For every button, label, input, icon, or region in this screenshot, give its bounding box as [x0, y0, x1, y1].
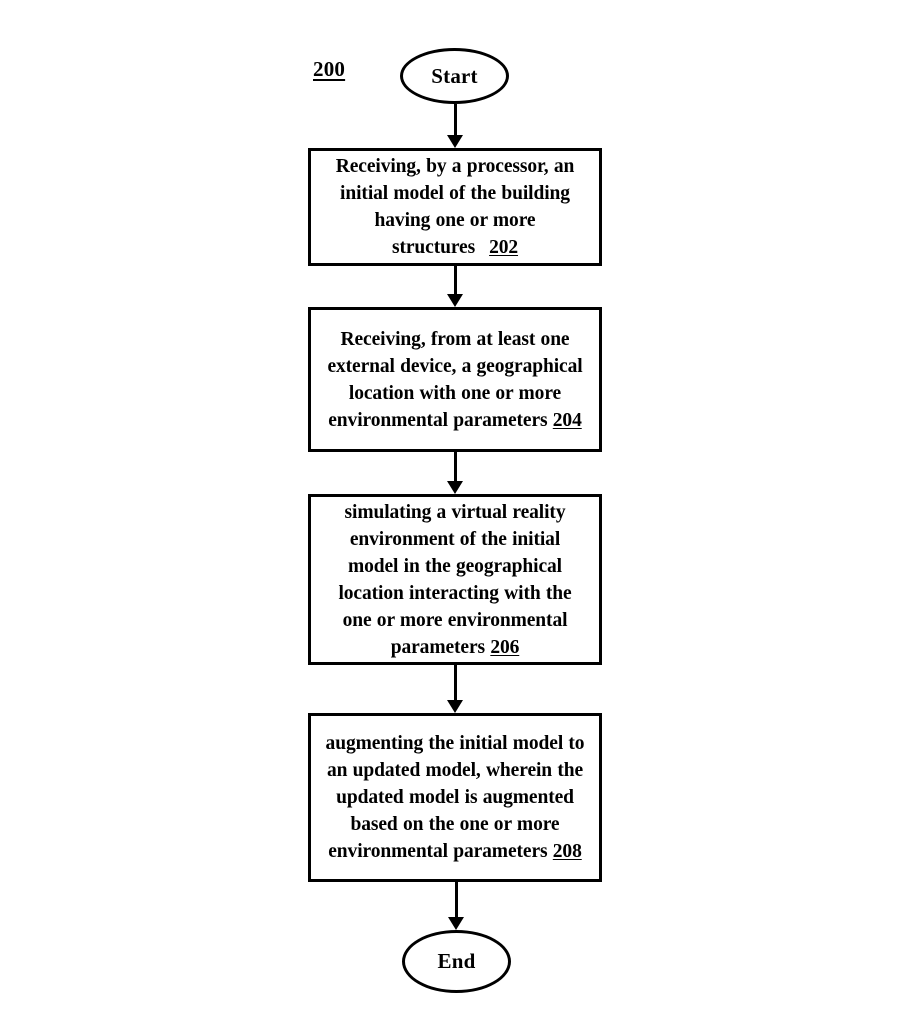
start-terminator-label: Start [431, 63, 478, 88]
arrowhead-icon [447, 135, 463, 148]
process-box-206-text: simulating a virtual reality environment… [311, 499, 599, 661]
arrowhead-icon [447, 700, 463, 713]
process-box-202: Receiving, by a processor, an initial mo… [308, 148, 602, 266]
process-box-208-body: augmenting the initial model to an updat… [325, 733, 585, 862]
process-box-202-body: Receiving, by a processor, an initial mo… [335, 156, 575, 258]
process-box-208-text: augmenting the initial model to an updat… [311, 730, 599, 865]
process-box-206-ref: 206 [490, 636, 520, 658]
process-box-204: Receiving, from at least one external de… [308, 307, 602, 452]
process-box-202-text: Receiving, by a processor, an initial mo… [311, 153, 599, 261]
end-terminator-label: End [437, 949, 476, 973]
connector-stem [453, 665, 457, 702]
connector-stem [453, 104, 457, 137]
arrowhead-icon [447, 294, 463, 307]
end-terminator: End [402, 930, 511, 993]
arrowhead-icon [448, 917, 464, 930]
process-box-206: simulating a virtual reality environment… [308, 494, 602, 665]
process-box-204-body: Receiving, from at least one external de… [327, 328, 583, 431]
connector-stem [453, 266, 457, 296]
process-box-208: augmenting the initial model to an updat… [308, 713, 602, 882]
figure-number-label: 200 [313, 57, 346, 81]
arrowhead-icon [447, 481, 463, 494]
connector-stem [454, 882, 458, 919]
process-box-204-ref: 204 [552, 409, 582, 431]
connector-stem [453, 452, 457, 483]
process-box-204-text: Receiving, from at least one external de… [311, 326, 599, 434]
start-terminator: Start [400, 48, 509, 104]
process-box-208-ref: 208 [552, 841, 582, 862]
process-box-202-ref: 202 [489, 237, 519, 258]
process-box-206-body: simulating a virtual reality environment… [338, 501, 572, 658]
